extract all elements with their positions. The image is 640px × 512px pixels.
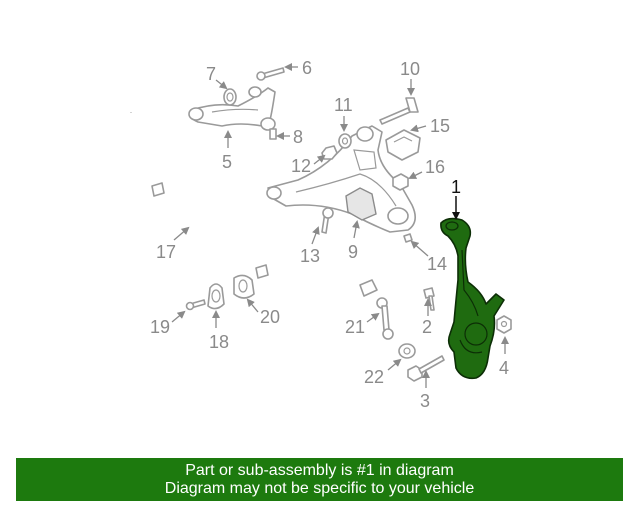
banner-line-1: Part or sub-assembly is #1 in diagram xyxy=(185,461,454,479)
callout-13: 13 xyxy=(300,226,320,266)
svg-text:15: 15 xyxy=(430,116,450,136)
steering-knuckle[interactable] xyxy=(440,217,505,380)
callout-6: 6 xyxy=(284,58,312,78)
svg-text:22: 22 xyxy=(364,367,384,387)
svg-text:3: 3 xyxy=(420,391,430,411)
svg-text:17: 17 xyxy=(156,242,176,262)
svg-text:6: 6 xyxy=(302,58,312,78)
lower-arm-washer[interactable] xyxy=(338,133,352,149)
callout-9: 9 xyxy=(348,220,360,262)
svg-text:8: 8 xyxy=(293,127,303,147)
stabilizer-bracket[interactable] xyxy=(207,283,225,310)
stabilizer-bushing[interactable] xyxy=(233,274,255,299)
svg-text:1: 1 xyxy=(451,177,461,197)
callout-19: 19 xyxy=(150,310,186,337)
callout-11: 11 xyxy=(334,95,353,132)
info-banner: Part or sub-assembly is #1 in diagram Di… xyxy=(16,458,623,501)
knuckle-nut-4[interactable] xyxy=(496,315,512,334)
callout-22: 22 xyxy=(364,358,402,387)
callout-14: 14 xyxy=(410,240,447,274)
lower-arm-long-bolt[interactable] xyxy=(379,97,419,125)
link-washer[interactable] xyxy=(398,343,416,359)
svg-text:21: 21 xyxy=(345,317,365,337)
callout-12: 12 xyxy=(291,154,326,176)
callout-21: 21 xyxy=(345,312,380,337)
callout-18: 18 xyxy=(209,310,229,352)
svg-text:16: 16 xyxy=(425,157,445,177)
svg-text:20: 20 xyxy=(260,307,280,327)
svg-text:14: 14 xyxy=(427,254,447,274)
parts-diagram: 1 2 3 4 5 6 7 8 9 10 11 12 xyxy=(129,58,512,411)
callout-3: 3 xyxy=(420,370,430,411)
lower-arm-nut[interactable] xyxy=(321,145,338,160)
upper-arm-bolt[interactable] xyxy=(256,67,285,81)
banner-line-2: Diagram may not be specific to your vehi… xyxy=(164,479,475,497)
svg-text:10: 10 xyxy=(400,59,420,79)
callout-10: 10 xyxy=(400,59,420,96)
svg-text:11: 11 xyxy=(334,95,353,115)
callout-4: 4 xyxy=(499,336,509,378)
callout-20: 20 xyxy=(246,298,280,327)
upper-control-arm[interactable] xyxy=(188,86,276,131)
svg-text:5: 5 xyxy=(222,152,232,172)
ball-joint-nut-16[interactable] xyxy=(392,173,409,191)
svg-text:19: 19 xyxy=(150,317,170,337)
svg-text:4: 4 xyxy=(499,358,509,378)
stabilizer-link[interactable] xyxy=(376,297,394,340)
upper-arm-bushing[interactable] xyxy=(223,88,237,106)
callout-5: 5 xyxy=(222,130,232,172)
upper-arm-nut[interactable] xyxy=(269,128,277,140)
callout-7: 7 xyxy=(206,64,228,90)
callout-2: 2 xyxy=(422,298,432,337)
svg-text:9: 9 xyxy=(348,242,358,262)
stabilizer-bracket-bolt[interactable] xyxy=(185,299,206,311)
knuckle-bolt-3[interactable] xyxy=(407,355,445,382)
svg-text:18: 18 xyxy=(209,332,229,352)
svg-text:12: 12 xyxy=(291,156,311,176)
callout-15: 15 xyxy=(410,116,450,136)
lower-control-arm[interactable] xyxy=(266,125,416,233)
svg-text:13: 13 xyxy=(300,246,320,266)
callout-16: 16 xyxy=(408,157,445,179)
callout-1: 1 xyxy=(451,177,461,220)
callout-8: 8 xyxy=(276,127,303,147)
callout-17: 17 xyxy=(156,226,190,262)
svg-text:2: 2 xyxy=(422,317,432,337)
lower-arm-bolt[interactable] xyxy=(321,207,334,234)
ball-joint-14[interactable] xyxy=(403,233,413,243)
svg-text:7: 7 xyxy=(206,64,216,84)
stabilizer-bar[interactable] xyxy=(129,112,378,297)
bump-stopper[interactable] xyxy=(385,129,421,161)
knuckle-bolt-2[interactable] xyxy=(423,287,435,311)
